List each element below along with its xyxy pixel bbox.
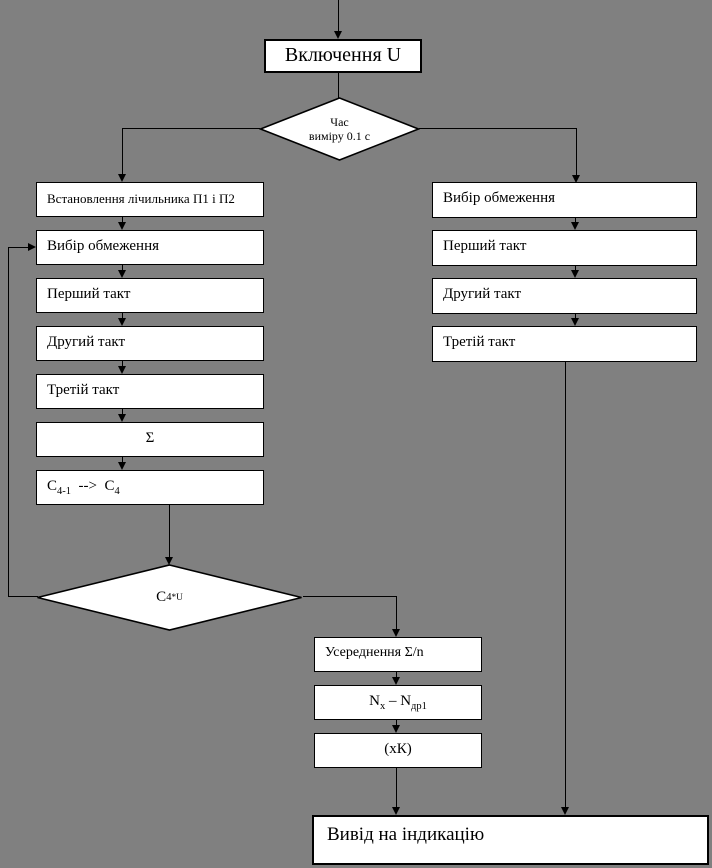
decision-c4-base: C [156,589,167,605]
node-left-second-cycle-label: Другий такт [47,334,126,350]
node-output-label: Вивід на індикацію [327,824,485,845]
subtract-base1: N [369,693,380,709]
arrowhead-right-into-output-icon [561,807,569,815]
arrowhead-left-4-icon [118,366,126,374]
node-right-second-cycle: Другий такт [432,278,697,314]
connector-right-3 [575,314,576,319]
node-right-select-limit: Вибір обмеження [432,182,697,218]
connector-start-to-decision [338,73,339,98]
connector-to-c4-decision [169,505,170,559]
subtract-minus: – [385,693,401,709]
node-left-select-limit-label: Вибір обмеження [47,238,159,254]
c4-shift-sub2: 4 [114,486,120,497]
node-left-select-limit: Вибір обмеження [36,230,264,265]
arrowhead-left-3-icon [118,318,126,326]
connector-loop-bottom-h [8,596,38,597]
connector-loop-top-h [8,247,29,248]
c4-shift-arrow: --> [71,478,105,494]
arrowhead-right-1-icon [571,222,579,230]
subtract-sub1: х [379,701,386,712]
connector-right-to-output [565,362,566,808]
arrowhead-right-3-icon [571,318,579,326]
arrowhead-mid-2-icon [392,725,400,733]
decision-c4-sup: *U [171,592,183,603]
arrowhead-loop-into-select-limit-icon [28,243,36,251]
node-right-first-cycle-label: Перший такт [443,238,527,254]
node-right-second-cycle-label: Другий такт [443,286,522,302]
connector-left-6 [122,457,123,463]
c4-shift-base2: C [104,478,115,494]
connector-c4-exit-v [396,596,397,630]
connector-decision-left-v [122,128,123,175]
decision-time-line1: Час [330,115,349,129]
node-right-select-limit-label: Вибір обмеження [443,190,555,206]
arrowhead-mid-1-icon [392,677,400,685]
node-subtract: Nх – Nдр1 [314,685,482,720]
connector-c4-exit-h [303,596,397,597]
decision-time-line2: виміру 0.1 с [308,129,371,143]
connector-left-2 [122,265,123,271]
connector-entry-line [338,0,339,33]
node-c4-shift: C4-1 --> C4 [36,470,264,505]
node-multiply: (хК) [314,733,482,768]
connector-left-3 [122,313,123,319]
node-right-third-cycle: Третій такт [432,326,697,362]
node-left-second-cycle: Другий такт [36,326,264,361]
decision-c4-diamond-shape [37,564,302,631]
arrowhead-into-c4-decision-icon [165,557,173,565]
connector-decision-right-v [576,128,577,176]
connector-multiply-to-output [396,768,397,808]
arrowhead-into-right-select-limit-icon [572,175,580,183]
connector-left-1 [122,217,123,223]
c4-shift-base1: C [47,478,58,494]
node-sum: Σ [36,422,264,457]
node-left-third-cycle-label: Третій такт [47,382,120,398]
connector-mid-1 [396,672,397,679]
node-left-first-cycle: Перший такт [36,278,264,313]
arrowhead-mid-into-output-icon [392,807,400,815]
subtract-base2: N [400,693,412,709]
node-sum-label: Σ [145,430,155,446]
subtract-sub2: др1 [411,701,427,712]
connector-left-4 [122,361,123,367]
connector-loop-v [8,247,9,597]
connector-mid-2 [396,720,397,727]
node-right-third-cycle-label: Третій такт [443,334,516,350]
node-multiply-label: (хК) [384,741,412,757]
decision-time-text: Час виміру 0.1 с [259,97,420,161]
c4-shift-sub1: 4-1 [57,486,72,497]
arrowhead-left-1-icon [118,222,126,230]
node-set-counters-label: Встановлення лічильника П1 і П2 [47,191,235,206]
arrowhead-into-averaging-icon [392,629,400,637]
node-set-counters: Встановлення лічильника П1 і П2 [36,182,264,217]
arrowhead-left-2-icon [118,270,126,278]
decision-time-diamond-shape [259,97,420,161]
arrowhead-right-2-icon [571,270,579,278]
node-left-third-cycle: Третій такт [36,374,264,409]
connector-decision-left-h [122,128,260,129]
arrowhead-left-5-icon [118,414,126,422]
node-start-label: Включення U [284,44,402,66]
entry-arrowhead-icon [334,31,342,39]
connector-right-2 [575,266,576,271]
node-right-first-cycle: Перший такт [432,230,697,266]
connector-decision-right-h [419,128,577,129]
node-averaging-label: Усереднення Σ/n [325,645,424,660]
node-averaging: Усереднення Σ/n [314,637,482,672]
arrowhead-into-set-counters-icon [118,174,126,182]
node-decision-time: Час виміру 0.1 с [259,97,420,161]
arrowhead-left-6-icon [118,462,126,470]
node-left-first-cycle-label: Перший такт [47,286,131,302]
node-output: Вивід на індикацію [312,815,709,865]
decision-c4-sub: 4 [166,592,172,603]
node-start: Включення U [264,39,422,73]
connector-left-5 [122,409,123,415]
connector-right-1 [575,218,576,223]
